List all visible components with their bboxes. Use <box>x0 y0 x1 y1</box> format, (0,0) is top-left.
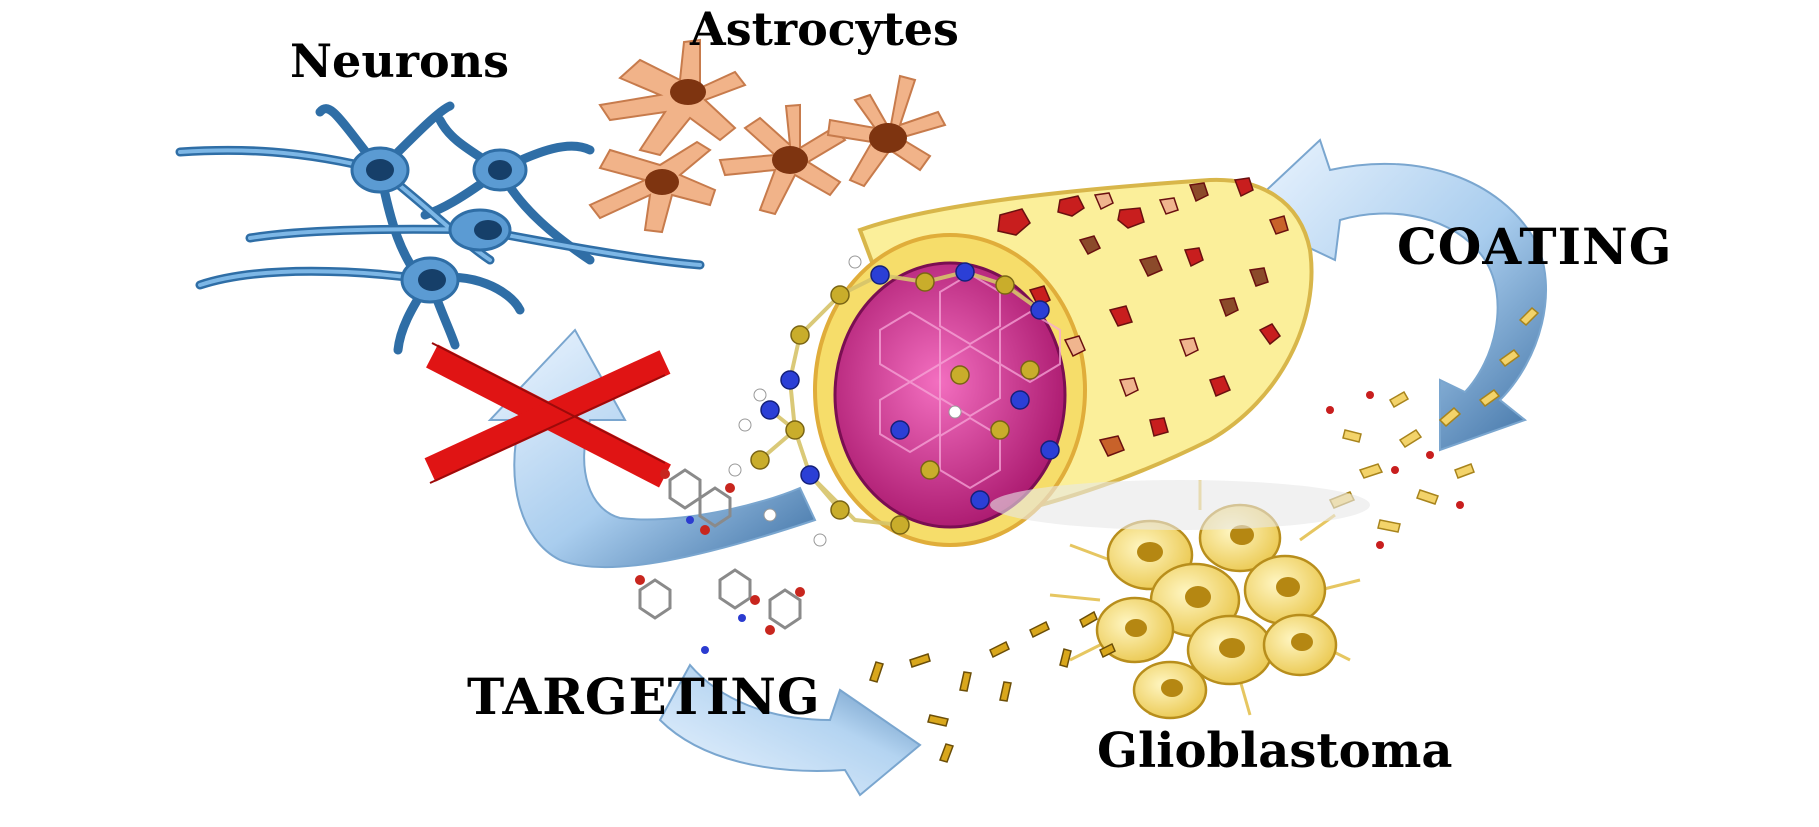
red-cross-icon <box>424 344 671 488</box>
ligand-particles <box>869 610 1116 763</box>
neurons-illustration <box>175 101 705 355</box>
nanoparticle-core <box>833 261 1067 529</box>
astrocytes-label: Astrocytes <box>690 2 959 56</box>
red-cross-outline <box>429 342 666 484</box>
membrane-proteins <box>997 177 1289 457</box>
coating-label: COATING <box>1397 217 1673 276</box>
glioblastoma-label: Glioblastoma <box>1097 723 1453 779</box>
targeting-arrow-icon <box>487 328 922 797</box>
membrane-fragments <box>1328 306 1540 533</box>
targeting-label: TARGETING <box>467 667 821 726</box>
coating-arrow-icon <box>1238 138 1547 452</box>
carbon-nitride-lattice <box>728 255 1060 547</box>
astrocytes-illustration <box>588 38 947 234</box>
cylinder-shadow <box>990 480 1370 530</box>
targeting-ligand-molecules <box>635 468 805 654</box>
red-fragments <box>1326 391 1464 549</box>
neurons-label: Neurons <box>290 34 510 88</box>
